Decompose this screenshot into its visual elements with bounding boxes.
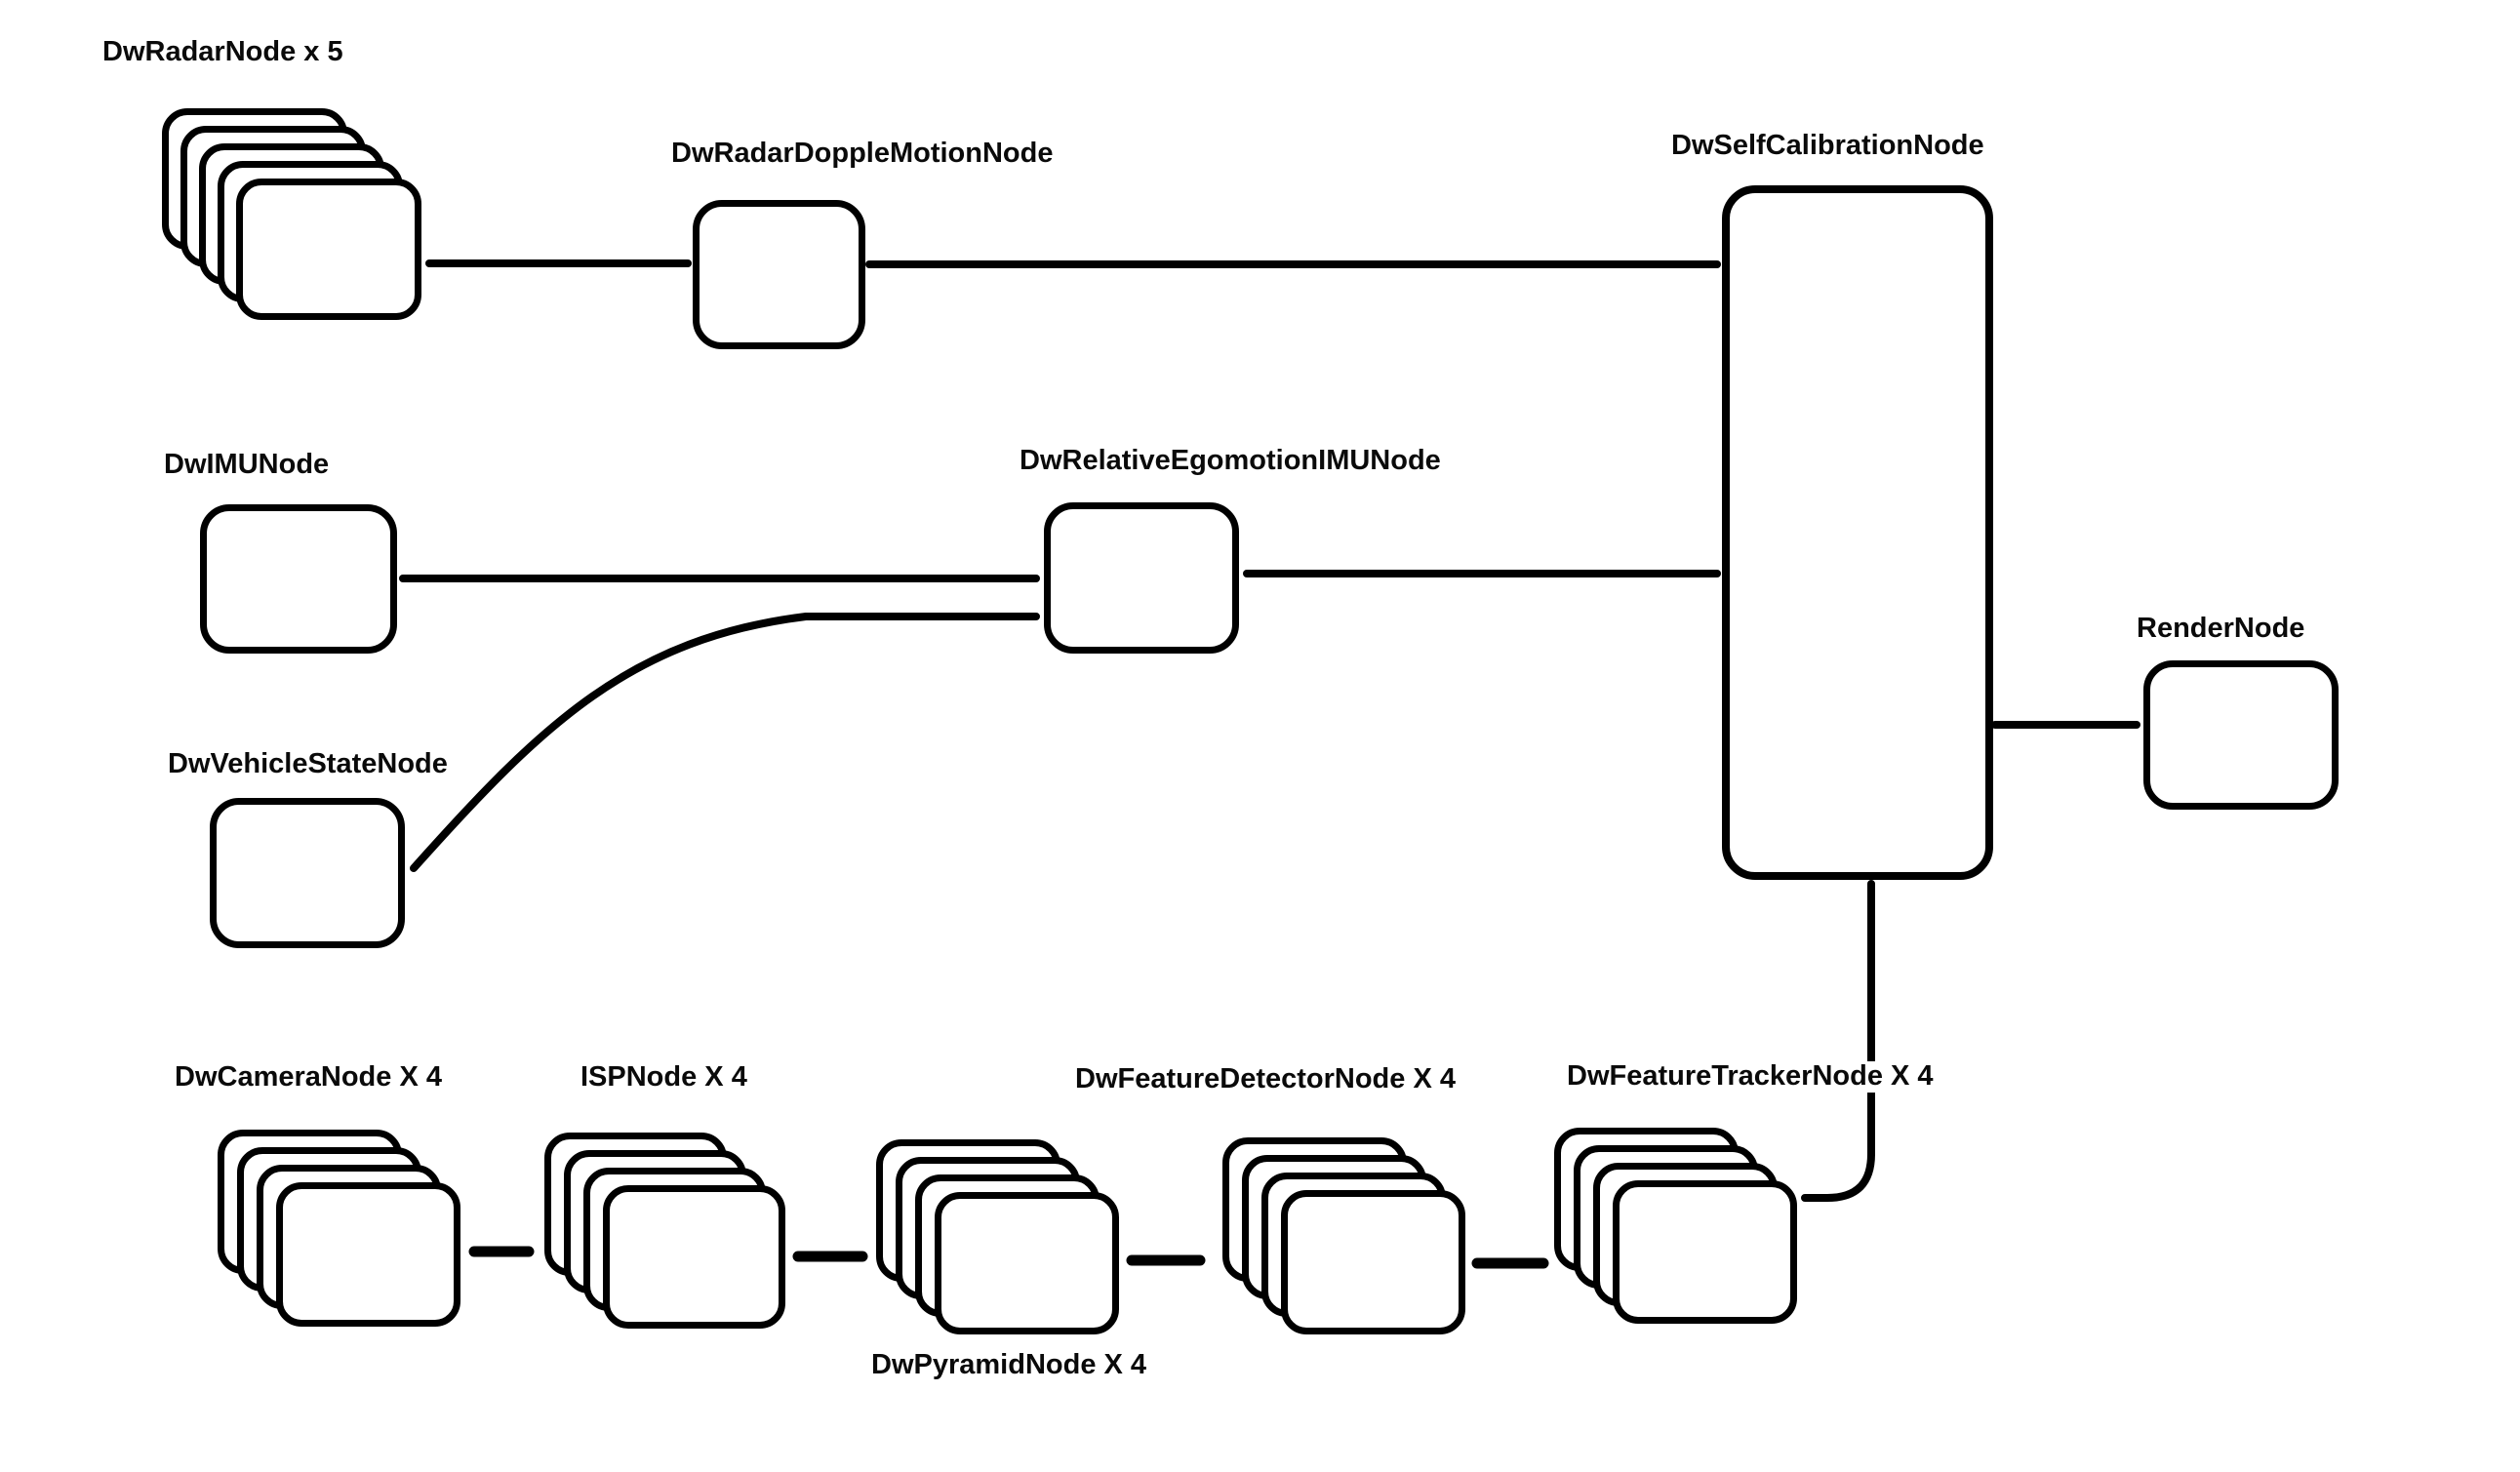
node-dwcameranode-stack xyxy=(218,1130,460,1327)
node-dwselfcalibrationnode xyxy=(1722,185,1993,880)
node-dwfeaturetrackernode-stack xyxy=(1554,1128,1797,1324)
node-ispnode-stack xyxy=(544,1133,785,1329)
stack-card xyxy=(1613,1180,1797,1324)
label-ispnode: ISPNode X 4 xyxy=(580,1061,747,1093)
edge-selfcalibration-to-featuretracker xyxy=(1801,880,1875,1202)
node-dwradardopplemotionnode xyxy=(693,200,865,349)
label-dwselfcalibrationnode: DwSelfCalibrationNode xyxy=(1671,130,1984,161)
node-rendernode xyxy=(2143,660,2339,810)
label-dwpyramidnode: DwPyramidNode X 4 xyxy=(871,1349,1147,1380)
label-dwrelativeegomotionimunode: DwRelativeEgomotionIMUNode xyxy=(1020,445,1441,476)
label-dwradarnode: DwRadarNode x 5 xyxy=(102,36,343,67)
stack-card xyxy=(603,1185,785,1329)
label-dwfeaturetrackernode: DwFeatureTrackerNode X 4 xyxy=(1561,1060,1940,1093)
label-dwradardopplemotionnode: DwRadarDoppleMotionNode xyxy=(671,138,1054,169)
node-dwrelativeegomotionimunode xyxy=(1044,502,1239,654)
node-dwfeaturedetectornode-stack xyxy=(1222,1137,1465,1334)
label-rendernode: RenderNode xyxy=(2137,613,2305,644)
edge-vehiclestate-to-relativeegomotion xyxy=(410,613,1040,872)
node-dwvehiclestatenode xyxy=(210,798,405,948)
label-dwcameranode: DwCameraNode X 4 xyxy=(175,1061,442,1093)
stack-card xyxy=(236,179,421,320)
label-dwfeaturedetectornode: DwFeatureDetectorNode X 4 xyxy=(1075,1063,1456,1094)
stack-card xyxy=(276,1182,460,1327)
node-dwimunode xyxy=(200,504,397,654)
stack-card xyxy=(1281,1190,1465,1334)
node-dwpyramidnode-stack xyxy=(876,1139,1119,1334)
stack-card xyxy=(935,1192,1119,1334)
node-dwradarnode-stack xyxy=(162,108,421,320)
label-dwvehiclestatenode: DwVehicleStateNode xyxy=(168,748,448,779)
label-dwimunode: DwIMUNode xyxy=(164,449,330,480)
